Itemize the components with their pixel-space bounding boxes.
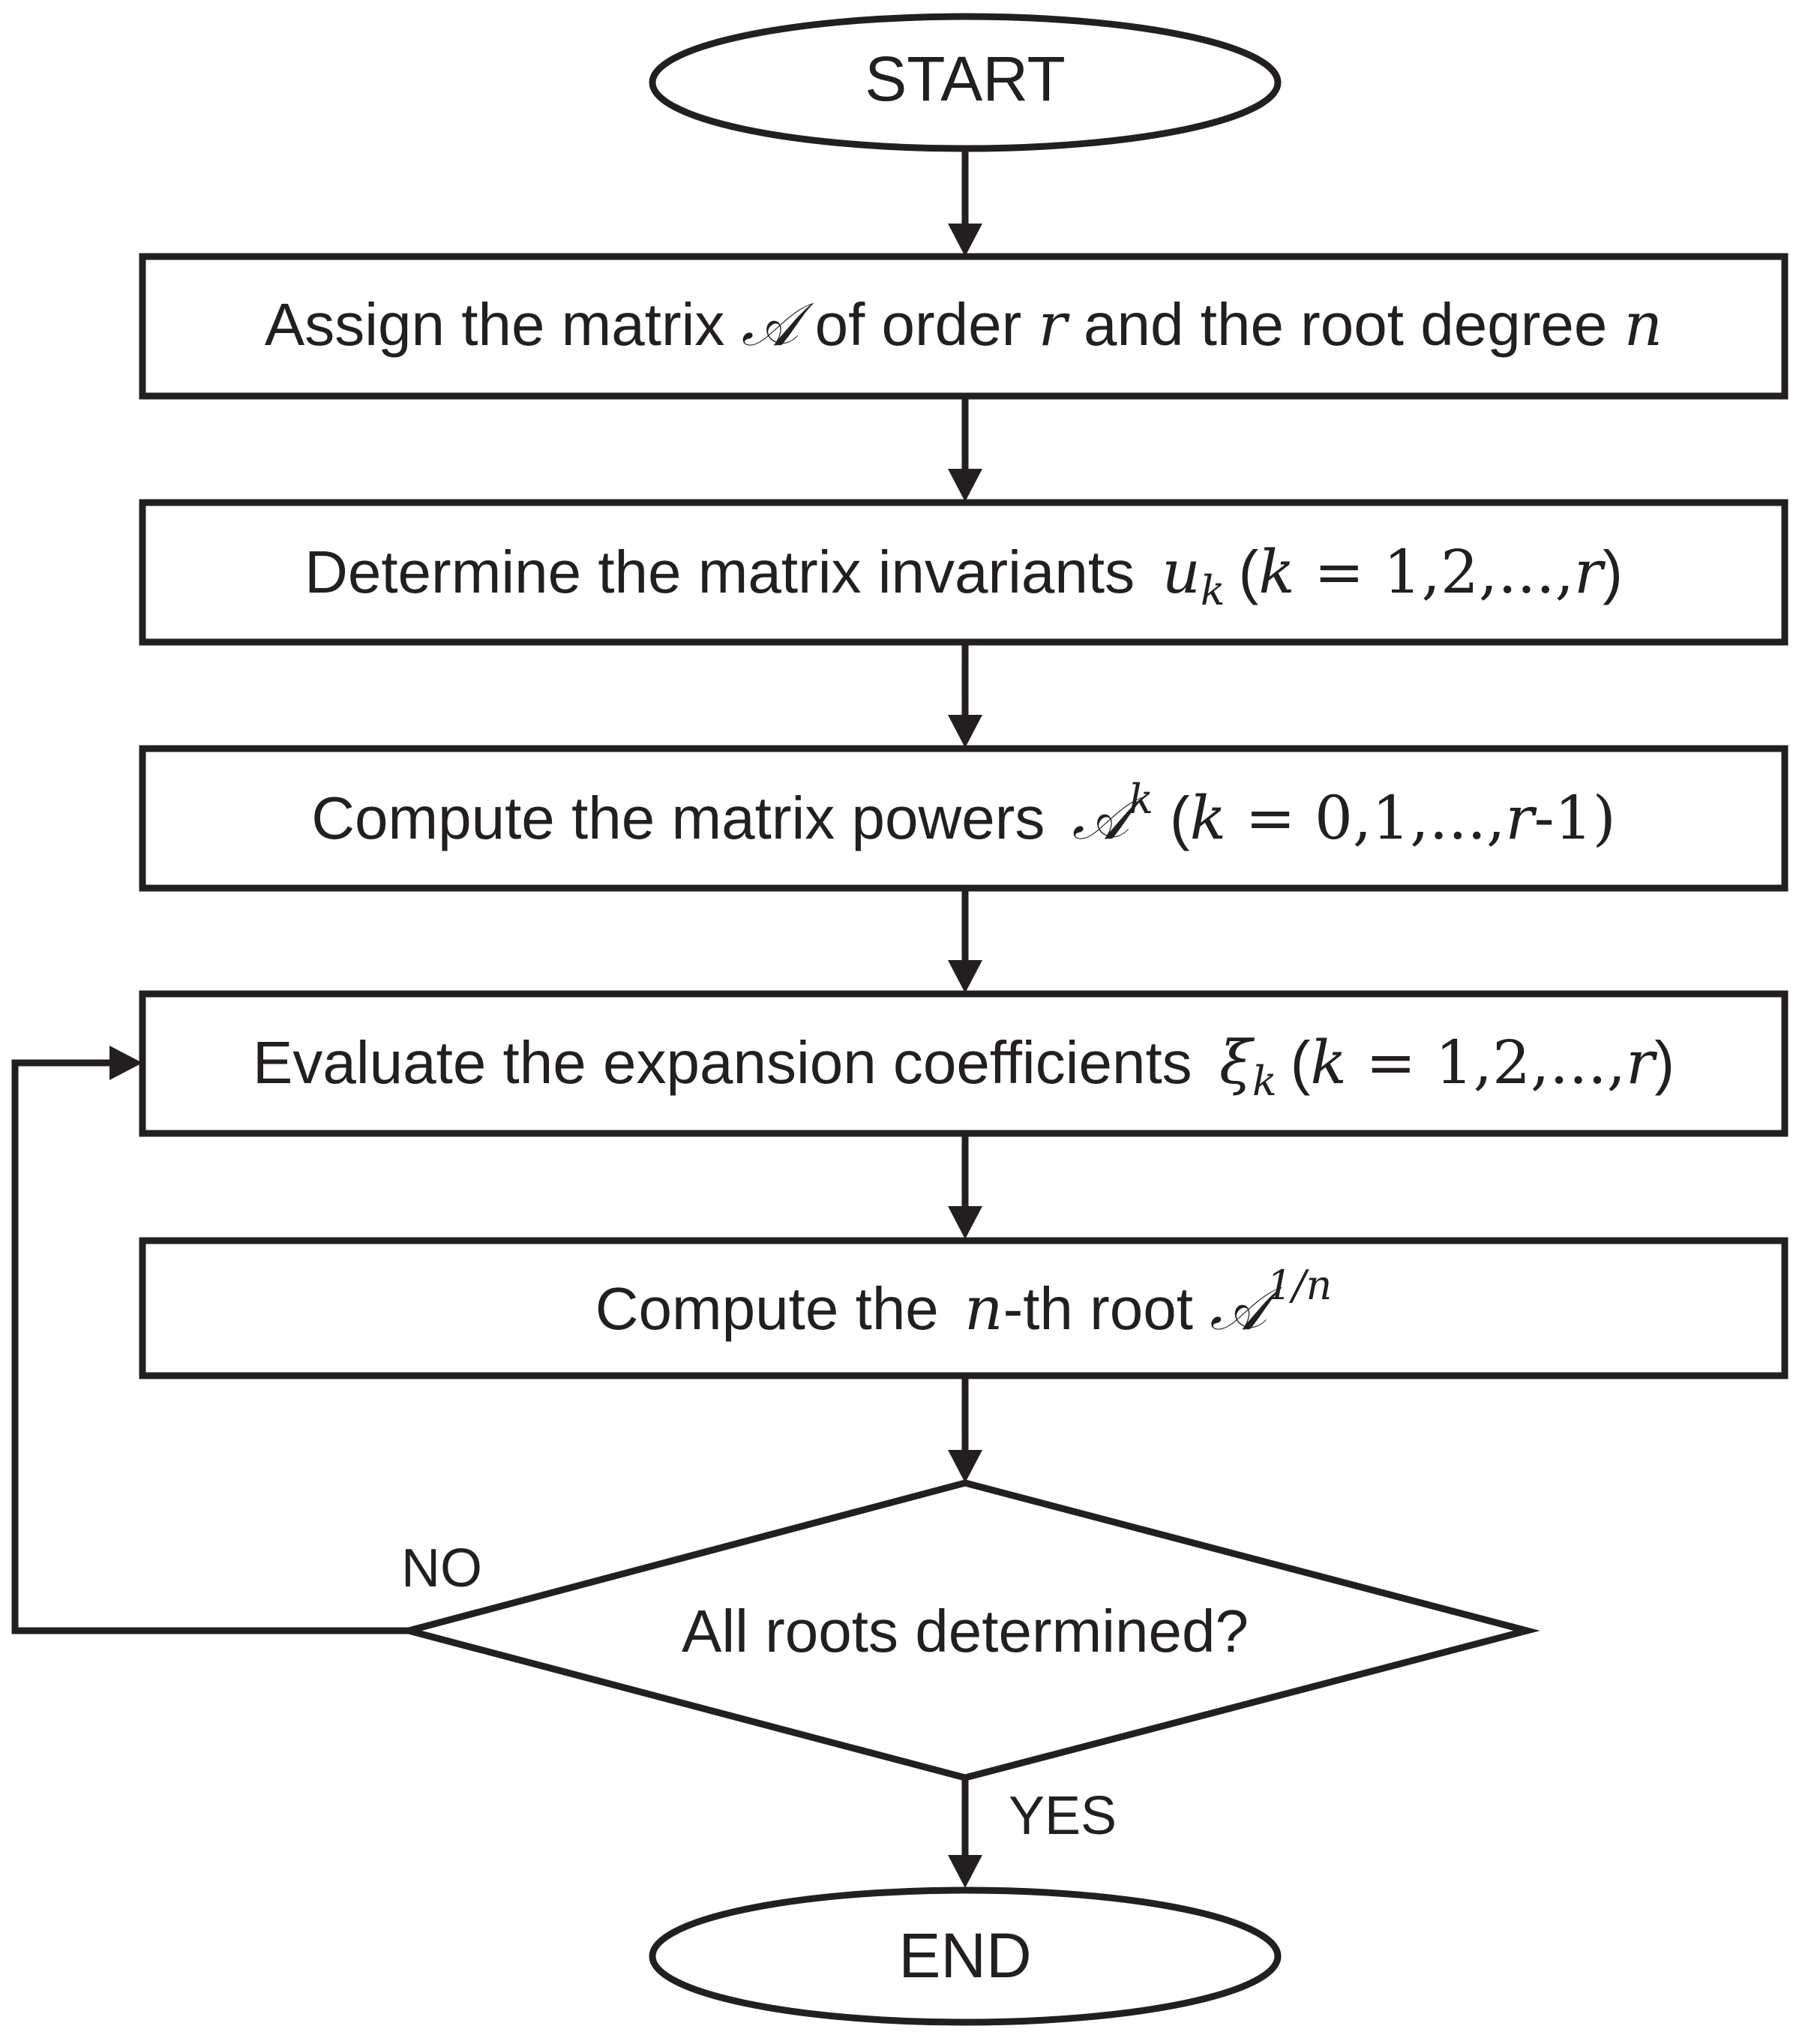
step-compute-root: Compute the n-th root 𝒜1/n	[139, 1237, 1789, 1379]
step1-box	[139, 253, 1789, 400]
superscript-k: k	[1129, 776, 1153, 823]
step3-text: Compute the matrix powers 𝒜k(k = 0,1,...…	[311, 776, 1616, 853]
step2-text: Determine the matrix invariants uk(k = 1…	[304, 537, 1623, 614]
symbol-A: 𝒜	[742, 290, 814, 359]
start-terminal: START	[649, 13, 1282, 152]
start-ellipse	[649, 13, 1282, 152]
step4-box	[139, 990, 1789, 1137]
arrowhead	[948, 1206, 982, 1239]
end-ellipse	[649, 1886, 1282, 2026]
decision-label: All roots determined?	[682, 1598, 1249, 1664]
step5-box	[139, 1237, 1789, 1379]
step-compute-powers: Compute the matrix powers 𝒜k(k = 0,1,...…	[139, 745, 1789, 892]
step1-text: Assign the matrix 𝒜 of order r and the r…	[265, 290, 1663, 359]
decision-diamond	[395, 1479, 1540, 1781]
connectors	[11, 149, 982, 1888]
step3-box	[139, 745, 1789, 892]
superscript-1-over-n: 1/n	[1267, 1262, 1332, 1309]
decision-all-roots: All roots determined?	[395, 1479, 1540, 1781]
step4-text: Evaluate the expansion coefficients ξk(k…	[253, 1028, 1675, 1105]
arrowhead	[948, 224, 982, 257]
subscript-k: k	[1201, 567, 1225, 614]
arrowhead	[948, 1450, 982, 1483]
no-label: NO	[401, 1538, 482, 1598]
step-assign-matrix: Assign the matrix 𝒜 of order r and the r…	[139, 253, 1789, 400]
end-label: END	[898, 1920, 1031, 1991]
step5-text: Compute the n-th root 𝒜1/n	[595, 1262, 1333, 1343]
symbol-u: u	[1162, 537, 1201, 607]
subscript-k: k	[1252, 1058, 1277, 1105]
yes-label: YES	[1009, 1786, 1117, 1846]
symbol-r: r	[1039, 290, 1071, 359]
arrowhead	[948, 1855, 982, 1888]
step-evaluate-coefficients: Evaluate the expansion coefficients ξk(k…	[139, 990, 1789, 1137]
step-determine-invariants: Determine the matrix invariants uk(k = 1…	[139, 499, 1789, 646]
arrowhead	[948, 960, 982, 993]
end-terminal: END	[649, 1886, 1282, 2026]
step2-box	[139, 499, 1789, 646]
start-label: START	[865, 44, 1066, 114]
arrowhead	[109, 1046, 142, 1080]
arrowhead	[948, 469, 982, 502]
symbol-n: n	[964, 1274, 1003, 1343]
symbol-n: n	[1624, 290, 1663, 359]
arrowhead	[948, 715, 982, 748]
symbol-xi: ξ	[1219, 1028, 1255, 1097]
arrow-no-loop	[11, 1059, 409, 1634]
